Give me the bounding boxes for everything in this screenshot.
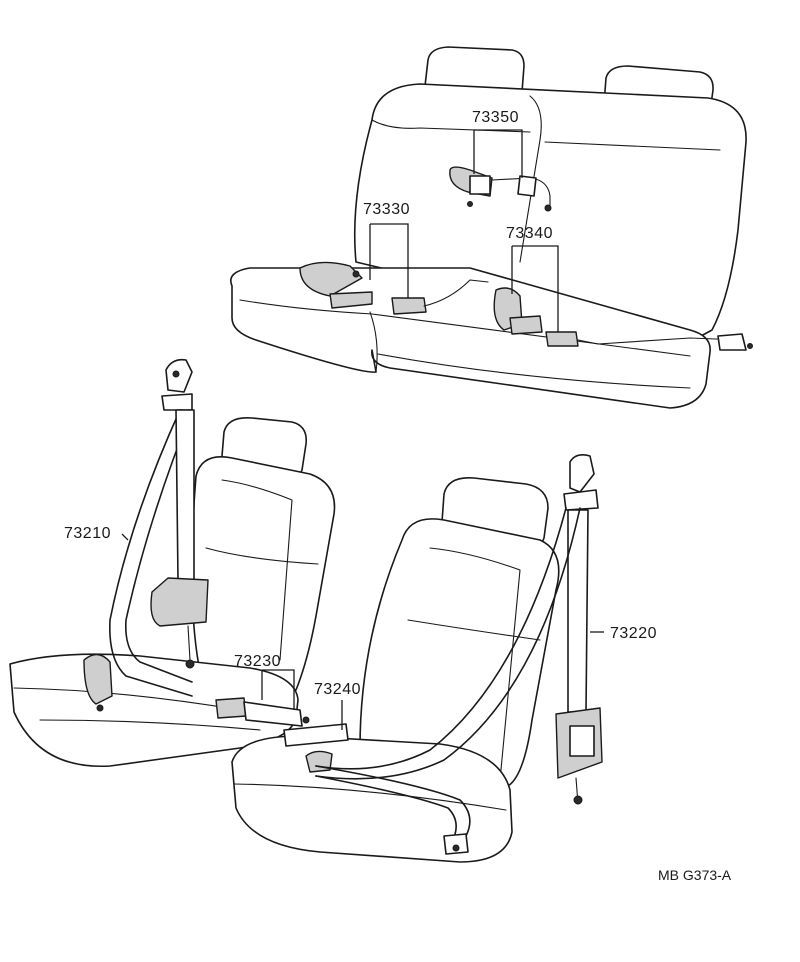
buckle-73230 [215, 697, 310, 727]
belt-73220 [315, 454, 603, 855]
label-73350: 73350 [472, 109, 519, 126]
label-73230: 73230 [234, 653, 281, 670]
belt-73340 [493, 287, 753, 351]
leader-lines [121, 129, 604, 730]
label-73330: 73330 [363, 201, 410, 218]
retractor-73350 [449, 166, 552, 212]
label-73240: 73240 [314, 681, 361, 698]
front-right-seat [231, 454, 603, 863]
belt-73210 [83, 358, 209, 712]
label-73220: 73220 [610, 625, 657, 642]
diagram-code: MB G373-A [658, 867, 732, 883]
label-73210: 73210 [64, 525, 111, 542]
front-right-cushion [231, 735, 513, 863]
rear-seat [230, 46, 753, 409]
part-labels: 73350 73330 73340 73210 73220 73230 7324… [64, 109, 732, 883]
front-left-seat [9, 358, 336, 768]
belt-73330 [299, 261, 489, 315]
label-73340: 73340 [506, 225, 553, 242]
front-right-backrest [359, 518, 560, 787]
